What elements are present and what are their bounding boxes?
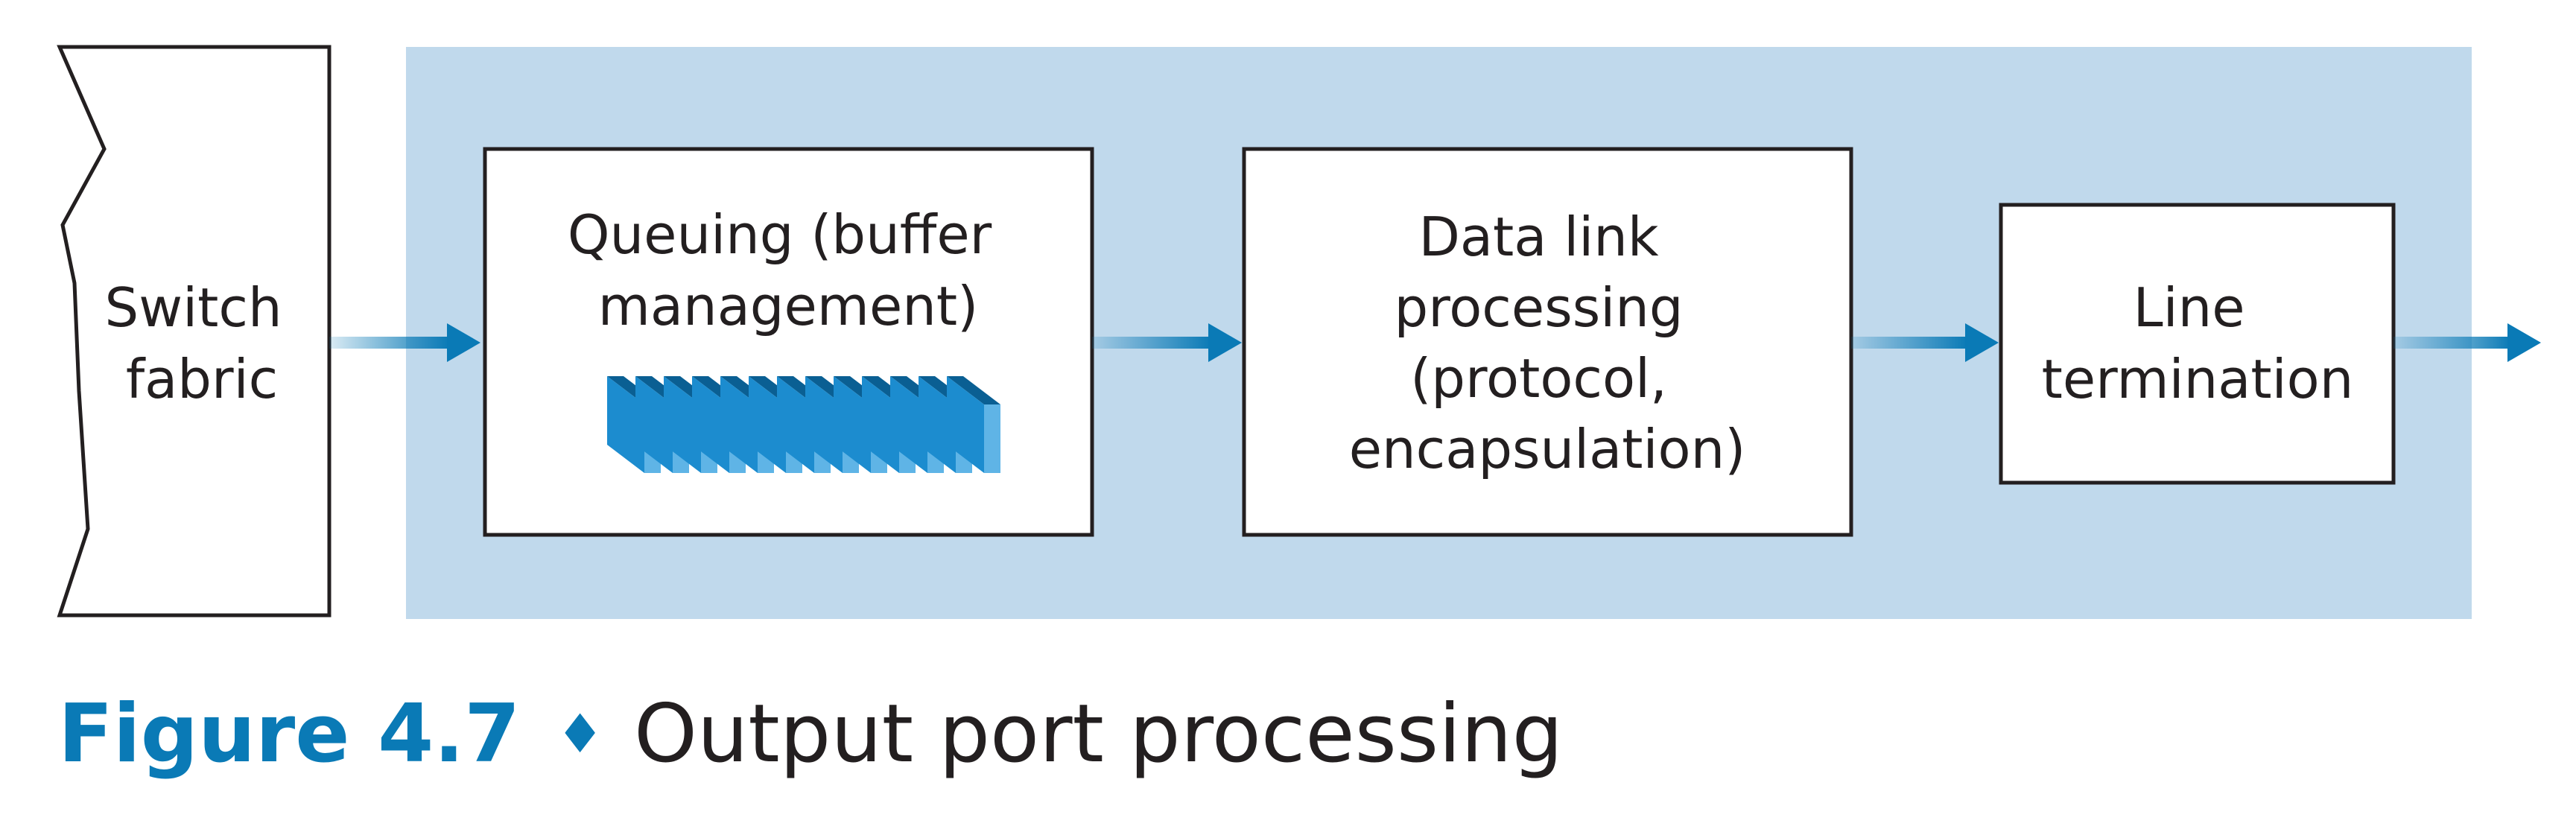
buffer-slab-side	[805, 376, 843, 473]
figure-caption: Figure 4.7 ♦ Output port processing	[58, 678, 1563, 790]
arrow-fabric-to-queuing	[329, 323, 480, 362]
buffer-slab-side	[777, 376, 814, 473]
buffer-slab-side	[947, 376, 984, 473]
arrow-right-icon	[447, 323, 480, 362]
buffer-slab-side	[635, 376, 673, 473]
queuing-box: Queuing (buffer management)	[483, 147, 1094, 537]
figure-label: Figure 4.7	[58, 687, 521, 781]
buffer-slab-side	[664, 376, 701, 473]
buffer-slab-side	[834, 376, 871, 473]
queuing-label: Queuing (buffer management)	[568, 203, 1009, 337]
buffer-slab-side	[720, 376, 758, 473]
switch-fabric: Switch fabric	[57, 45, 331, 618]
arrow-right-icon	[1965, 323, 1999, 362]
diamond-icon: ♦	[556, 702, 604, 765]
buffer-slab-side	[607, 376, 644, 473]
switch-fabric-shape	[57, 45, 331, 618]
buffer-slab-side	[890, 376, 927, 473]
data-link-box: Data link processing (protocol, encapsul…	[1242, 147, 1853, 537]
arrow-right-icon	[2507, 323, 2541, 362]
line-termination-label: Line termination	[2042, 276, 2354, 410]
packet-buffer-icon	[607, 376, 1000, 473]
switch-fabric-label: Switch fabric	[105, 276, 299, 410]
arrow-right-icon	[1208, 323, 1242, 362]
figure-title: Output port processing	[633, 687, 1564, 781]
arrow-queuing-to-datalink	[1092, 323, 1242, 362]
arrow-line-termination-out	[2393, 323, 2541, 362]
line-termination-box: Line termination	[1999, 203, 2396, 485]
buffer-slab-side	[919, 376, 956, 473]
buffer-slab-side	[862, 376, 899, 473]
buffer-slab-front	[984, 404, 1000, 473]
buffer-slab-side	[749, 376, 786, 473]
data-link-label: Data link processing (protocol, encapsul…	[1349, 206, 1746, 480]
buffer-slab-top	[947, 376, 1000, 404]
arrow-datalink-to-line-termination	[1851, 323, 1999, 362]
buffer-slab-side	[692, 376, 729, 473]
